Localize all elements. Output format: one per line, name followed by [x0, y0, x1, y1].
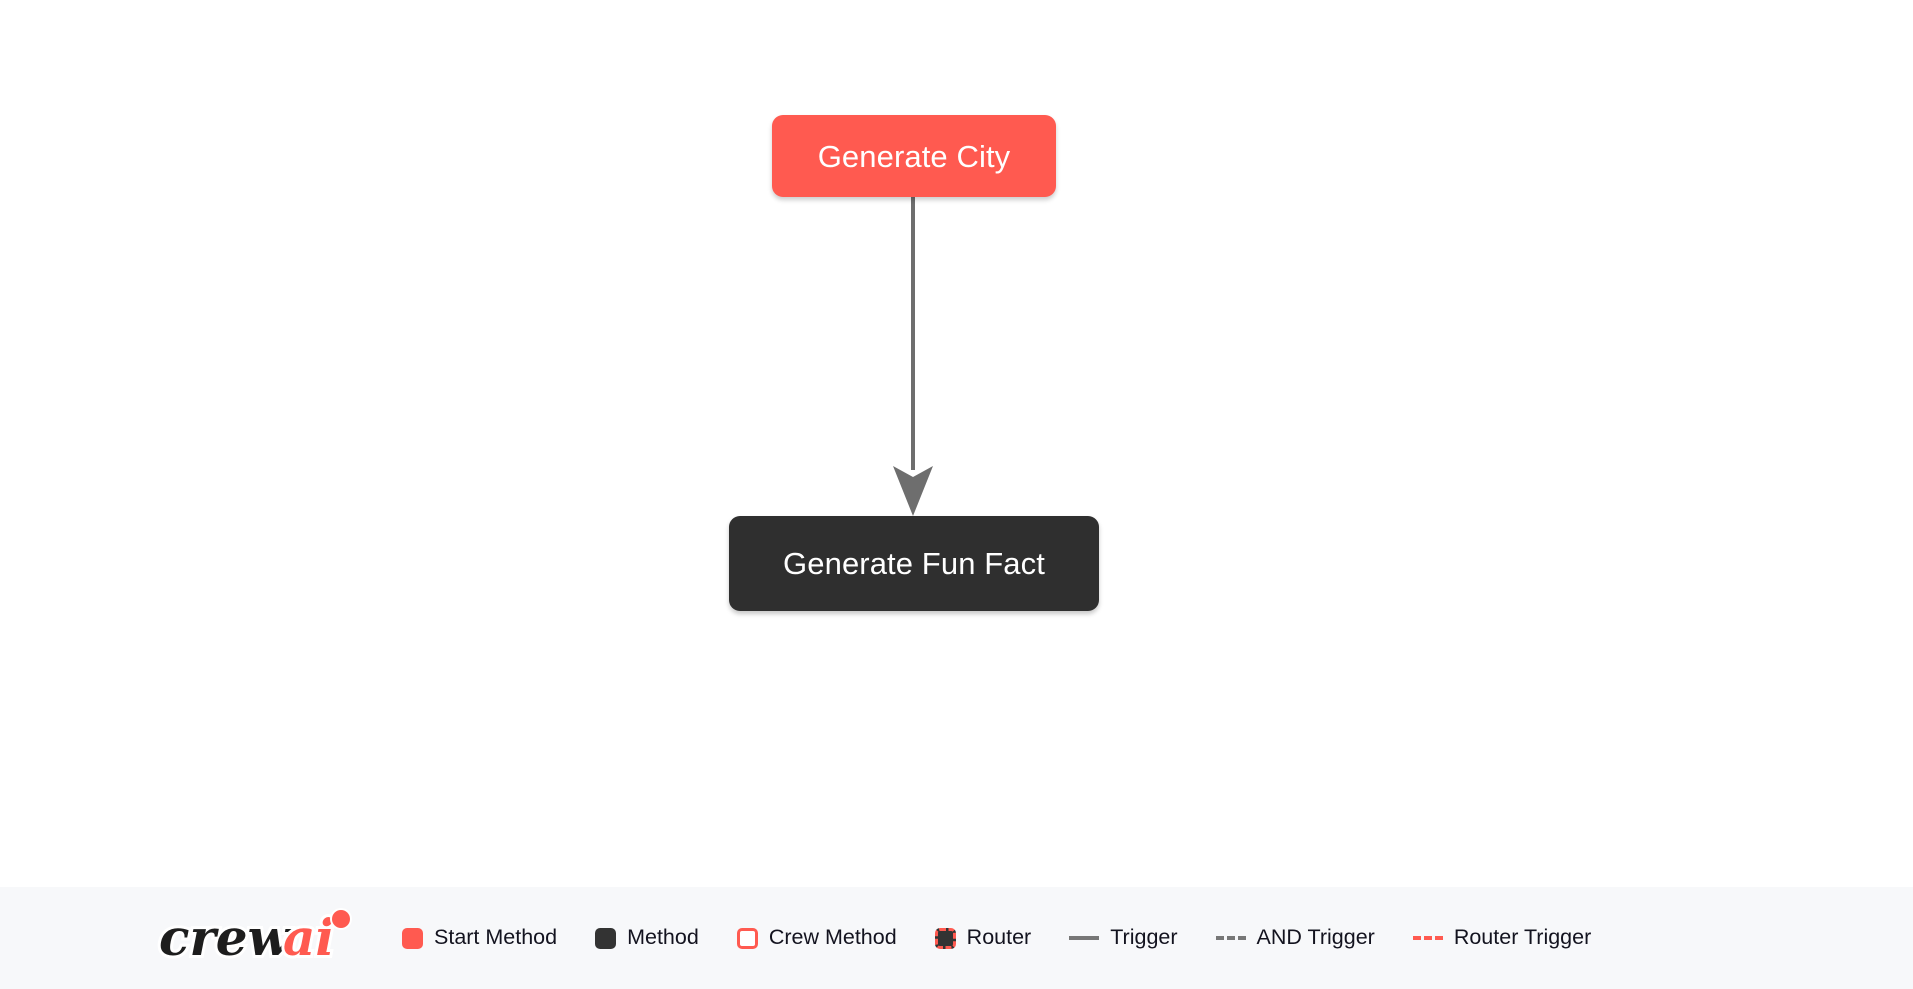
trigger-line-icon [1069, 936, 1100, 940]
flow-node-label: Generate Fun Fact [783, 546, 1045, 581]
legend-label: Start Method [434, 925, 558, 950]
and-trigger-line-icon [1215, 936, 1246, 940]
legend-item-method: Method [595, 927, 699, 949]
logo-dot-icon [330, 908, 352, 930]
edge-arrowhead-icon [893, 466, 933, 516]
legend-bar: crew ai Start Method Method Crew Method … [0, 887, 1913, 989]
legend-item-router-trigger: Router Trigger [1412, 925, 1592, 950]
legend-label: Trigger [1110, 925, 1178, 950]
router-trigger-line-icon [1412, 936, 1443, 940]
legend-item-start-method: Start Method [402, 927, 557, 949]
legend-item-crew-method: Crew Method [736, 925, 897, 950]
start-method-swatch-icon [402, 927, 423, 949]
legend-item-trigger: Trigger [1069, 925, 1178, 950]
logo-text-crew: crew [159, 908, 293, 967]
flow-canvas[interactable]: Generate City Generate Fun Fact [0, 0, 1913, 887]
legend-item-and-trigger: AND Trigger [1215, 925, 1375, 950]
legend-label: Router [966, 925, 1032, 950]
logo-text-ai: ai [283, 908, 334, 967]
legend-label: Crew Method [768, 925, 897, 950]
legend-label: Method [627, 925, 699, 950]
legend-items: Start Method Method Crew Method Router T… [402, 927, 1591, 949]
crewai-logo: crew ai [155, 905, 370, 971]
flow-node-generate-city[interactable]: Generate City [772, 115, 1056, 197]
edge-generate-city-to-generate-fun-fact [893, 197, 933, 516]
crewai-logo-icon: crew ai [156, 905, 352, 970]
crew-method-swatch-icon [736, 927, 758, 949]
legend-label: Router Trigger [1453, 925, 1592, 950]
flow-node-label: Generate City [817, 138, 1011, 174]
router-swatch-icon [934, 927, 956, 949]
legend-item-router: Router [934, 925, 1032, 950]
flow-node-generate-fun-fact[interactable]: Generate Fun Fact [729, 516, 1099, 611]
legend-label: AND Trigger [1256, 925, 1375, 950]
method-swatch-icon [595, 927, 617, 949]
